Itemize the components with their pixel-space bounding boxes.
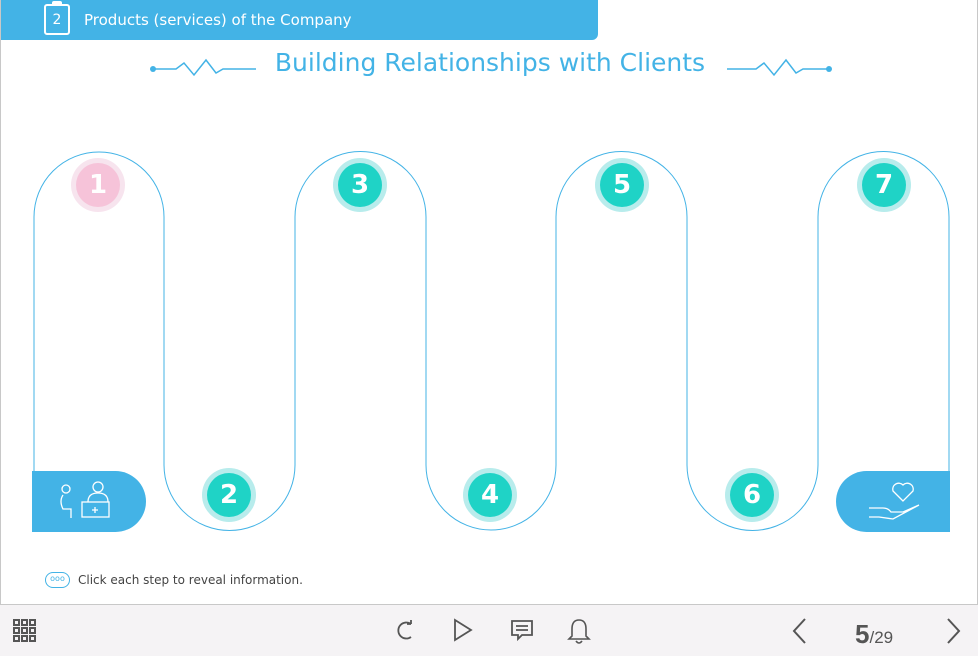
slide: 2 Products (services) of the Company Bui…	[0, 0, 978, 605]
replay-icon[interactable]	[393, 617, 417, 643]
hint-text: Click each step to reveal information.	[78, 573, 303, 587]
play-icon[interactable]	[451, 617, 475, 643]
step-2-button[interactable]: 2	[202, 468, 256, 522]
page-counter: 5/29	[855, 619, 894, 649]
step-7-button[interactable]: 7	[857, 158, 911, 212]
hint: ooo Click each step to reveal informatio…	[45, 572, 303, 588]
chapter-title: Products (services) of the Company	[84, 11, 352, 29]
step-4-button[interactable]: 4	[463, 468, 517, 522]
zigzag-decoration	[150, 58, 832, 77]
heart-in-hand-icon	[869, 482, 920, 520]
chapter-header: 2 Products (services) of the Company	[1, 0, 598, 40]
previous-slide-icon[interactable]	[790, 617, 810, 645]
next-slide-icon[interactable]	[943, 617, 963, 645]
client-meeting-tab	[32, 471, 146, 532]
speech-bubble-icon: ooo	[45, 572, 70, 588]
client-desk-icon	[60, 481, 110, 518]
bell-icon[interactable]	[566, 617, 592, 645]
serpentine-path	[33, 151, 950, 531]
slide-title: Building Relationships with Clients	[274, 48, 706, 77]
step-3-button[interactable]: 3	[333, 158, 387, 212]
player-toolbar: 5/29	[0, 605, 978, 656]
step-6-button[interactable]: 6	[725, 468, 779, 522]
menu-grid-icon[interactable]	[13, 619, 37, 643]
step-1-button[interactable]: 1	[71, 158, 125, 212]
step-5-button[interactable]: 5	[595, 158, 649, 212]
notes-icon[interactable]	[509, 617, 535, 643]
clipboard-icon: 2	[44, 1, 70, 35]
care-tab	[836, 471, 950, 532]
